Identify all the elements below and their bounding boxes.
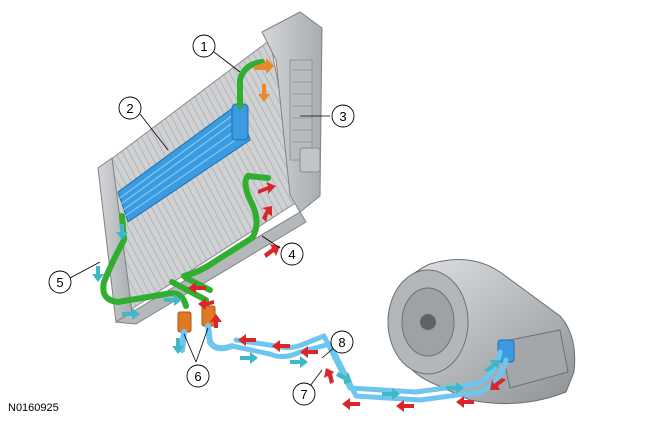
- flow-arrow-cyan: [122, 308, 140, 320]
- flow-arrow-red: [272, 340, 290, 352]
- callout-label: 8: [338, 335, 345, 350]
- callout-label: 7: [300, 387, 307, 402]
- callout-label: 3: [339, 109, 346, 124]
- flow-arrow-red: [188, 282, 206, 294]
- flow-arrow-orange: [254, 58, 274, 74]
- flow-arrows: [92, 58, 506, 412]
- callout-5: 5: [48, 270, 72, 294]
- left-hose: [100, 213, 189, 309]
- callout-label: 5: [56, 275, 63, 290]
- callout-4: 4: [280, 242, 304, 266]
- flow-arrow-red: [324, 368, 334, 384]
- transmission: [387, 259, 576, 405]
- figure-id: N0160925: [8, 402, 59, 414]
- flow-arrow-red: [490, 378, 506, 390]
- flow-arrow-cyan: [382, 388, 400, 400]
- upper-hose: [237, 59, 265, 109]
- flow-arrow-red: [262, 206, 272, 222]
- flow-arrow-red: [238, 334, 256, 346]
- flow-arrow-cyan: [172, 338, 184, 354]
- flow-arrow-cyan: [240, 352, 258, 364]
- callout-6: 6: [186, 364, 210, 388]
- flow-arrow-cyan: [92, 266, 104, 282]
- callout-1: 1: [192, 34, 216, 58]
- flow-arrow-red: [210, 314, 222, 328]
- flow-arrow-red: [264, 244, 280, 258]
- callout-label: 4: [288, 247, 295, 262]
- callout-2: 2: [118, 96, 142, 120]
- flow-arrow-red: [300, 346, 318, 358]
- callout-label: 6: [194, 369, 201, 384]
- radiator: [97, 11, 323, 325]
- flow-arrow-orange: [258, 84, 270, 102]
- flow-arrow-red: [396, 400, 414, 412]
- green-coolant-hoses: [100, 59, 271, 309]
- flow-arrow-cyan: [116, 224, 128, 240]
- lower-hose: [181, 173, 271, 279]
- flow-arrow-cyan: [164, 294, 182, 306]
- flow-arrow-red: [456, 396, 474, 408]
- flow-arrow-cyan: [446, 382, 464, 394]
- callout-label: 2: [126, 101, 133, 116]
- flow-arrow-cyan: [290, 356, 308, 368]
- flow-arrow-red: [198, 298, 214, 310]
- flow-arrow-cyan: [484, 360, 500, 372]
- transmission-oil-cooler: [117, 103, 251, 223]
- callout-7: 7: [292, 382, 316, 406]
- callout-3: 3: [331, 104, 355, 128]
- callout-8: 8: [330, 330, 354, 354]
- quick-connect-fittings: [177, 305, 235, 353]
- flow-arrow-red: [342, 398, 360, 410]
- callout-label: 1: [200, 39, 207, 54]
- flow-arrow-cyan: [336, 372, 352, 384]
- flow-arrow-red: [258, 182, 276, 194]
